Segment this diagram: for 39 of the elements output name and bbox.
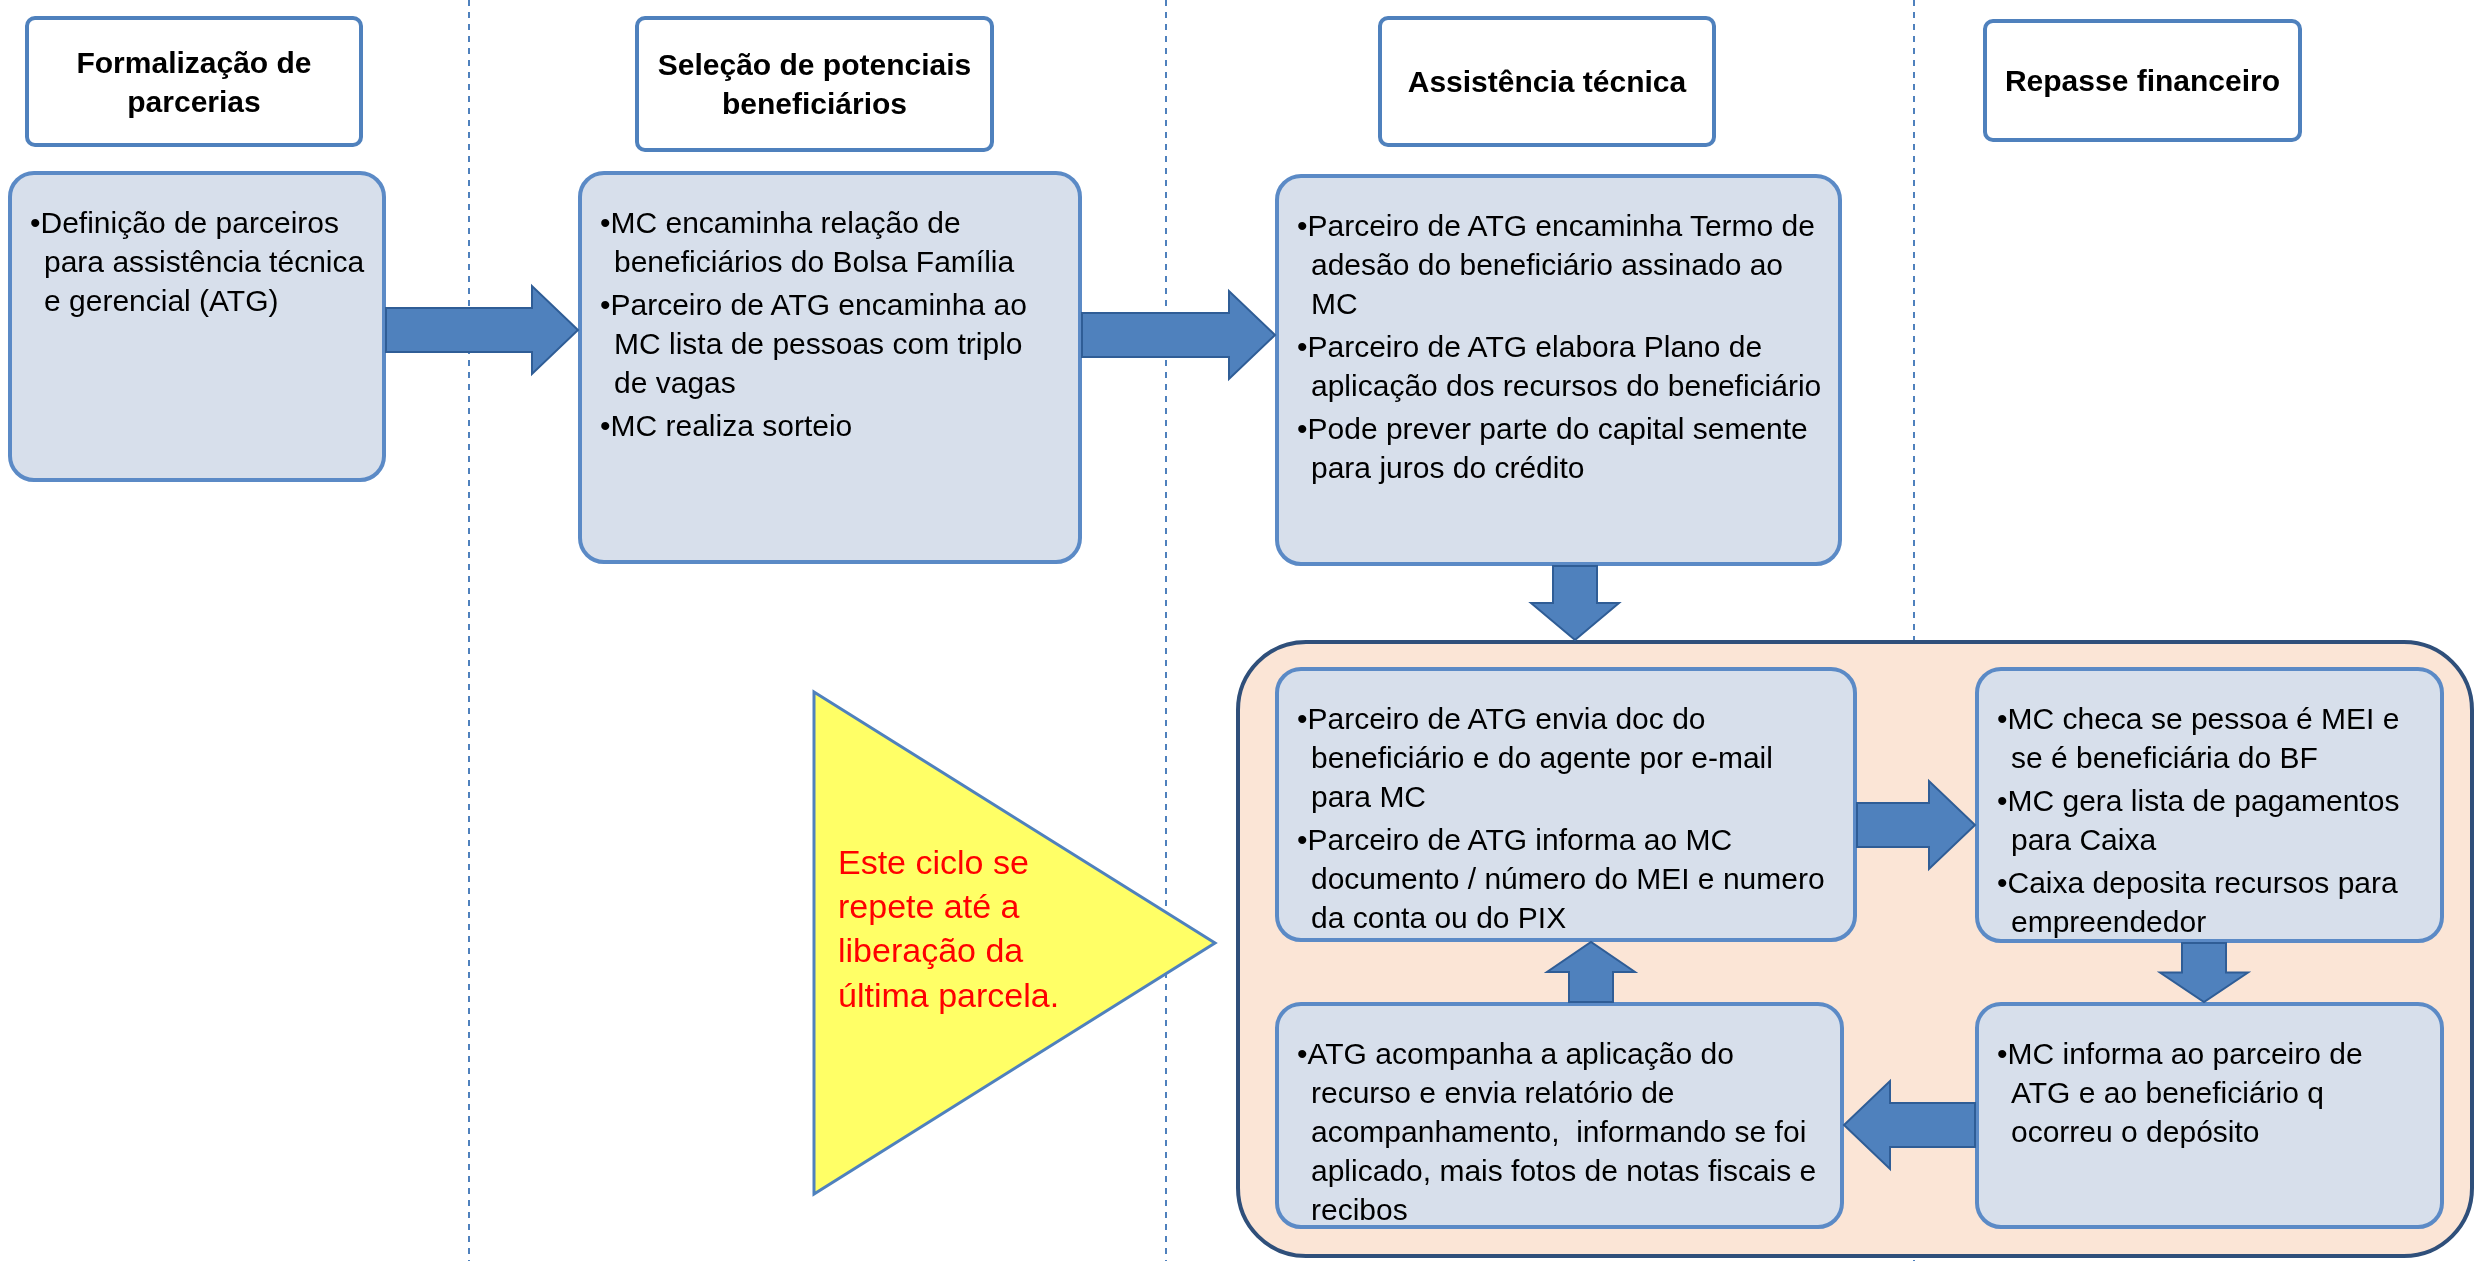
cycle-container <box>1236 640 2474 1258</box>
process-box <box>1975 667 2444 943</box>
callout-text: Este ciclo se repete até a liberação da última parcela. <box>838 842 1061 1016</box>
block-arrow <box>1543 940 1639 1003</box>
bullet-text: •Parceiro de ATG elabora Plano de aplicação dos recursos do beneficiário <box>1297 329 1823 404</box>
bullet-text: •MC checa se pessoa é MEI e se é beneficiária do BF <box>1997 701 2401 776</box>
header-text: Repasse financeiro <box>2004 63 2281 99</box>
bullet-text: •Parceiro de ATG envia doc do beneficiário e do agente por e-mail para MC <box>1297 701 1774 815</box>
bullet-text: •MC informa ao parceiro de ATG e ao beneficiário q ocorreu o depósito <box>1997 1036 2364 1150</box>
header-text: Formalização de parcerias <box>75 44 313 120</box>
block-arrow <box>1528 565 1622 642</box>
header-text: Assistência técnica <box>1407 64 1687 100</box>
bullet-text: •Definição de parceiros para assistência técnica e gerencial (ATG) <box>30 205 366 319</box>
column-header <box>1983 19 2302 142</box>
column-header <box>635 16 994 152</box>
block-arrow <box>2156 942 2252 1004</box>
block-arrow <box>385 283 580 377</box>
process-box <box>1275 1002 1844 1229</box>
header-text: Seleção de potenciais beneficiários <box>656 47 973 122</box>
bullet-text: •ATG acompanha a aplicação do recurso e envia relatório de acompanhamento, informando se foi aplicado, mais fotos de notas fiscais e recibos <box>1297 1036 1818 1228</box>
process-box <box>1975 1002 2444 1229</box>
bullet-text: •Parceiro de ATG encaminha Termo de adesão do beneficiário assinado ao MC <box>1297 208 1816 322</box>
process-box <box>1275 174 1842 566</box>
bullet-text: •Caixa deposita recursos para empreendedor <box>1997 865 2399 940</box>
bullet-text: •MC encaminha relação de beneficiários do Bolsa Família <box>600 205 1016 280</box>
bullet-text: •Parceiro de ATG informa ao MC documento / número do MEI e numero da conta ou do PIX <box>1297 822 1826 936</box>
bullet-text: •MC realiza sorteio <box>600 408 854 444</box>
block-arrow <box>1856 778 1977 872</box>
block-arrow <box>1081 288 1277 382</box>
bullet-text: •Pode prever parte do capital semente para juros do crédito <box>1297 411 1809 486</box>
triangle-callout <box>812 690 1217 1196</box>
process-box <box>1275 667 1857 942</box>
column-header <box>25 16 363 147</box>
column-header <box>1378 16 1716 147</box>
process-box <box>8 171 386 482</box>
process-box <box>578 171 1082 564</box>
block-arrow <box>1842 1078 1976 1172</box>
bullet-text: •Parceiro de ATG encaminha ao MC lista de pessoas com triplo de vagas <box>600 287 1028 401</box>
bullet-text: •MC gera lista de pagamentos para Caixa <box>1997 783 2401 858</box>
